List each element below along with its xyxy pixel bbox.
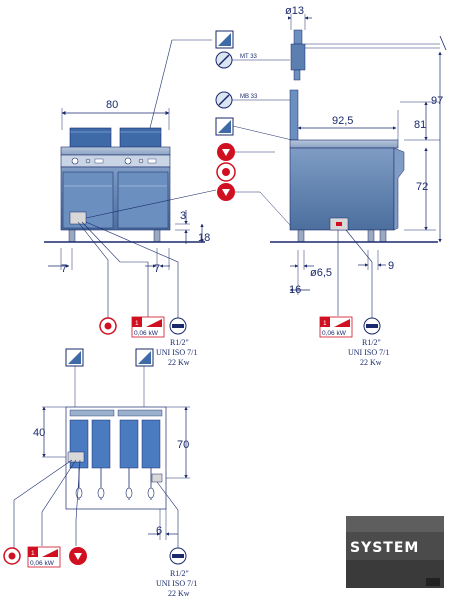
dim-plan-depth: 40 [33,427,45,439]
plan-steam-icon [65,348,84,367]
dim-depth: 92,5 [332,115,353,127]
dim-tube-diameter: ø13 [285,5,304,17]
plan-gas-spec-3: 22 Kw [168,589,190,598]
plan-electric-icon [3,547,21,565]
mt-connection-icon [215,51,233,69]
valve-icon-2 [217,183,235,201]
mb-label: MB 33 [240,94,258,100]
power-badge-right: 1 0,06 kW [319,316,353,338]
plan-gas-spec-1: R1/2" [170,569,189,578]
front-view: 80 3 18 [44,39,217,318]
dim-leg-offset-right: 7 [154,263,160,275]
mt-label: MT 33 [240,54,258,60]
steam-outlet-icon [215,30,234,49]
power-kw-front: 0,06 kW [134,330,159,337]
gas-spec-right-1: R1/2" [362,338,381,347]
electric-connection-icon-front [99,317,117,335]
plan-gas-connection-icon [169,547,187,565]
dim-leg-height: 18 [198,232,210,244]
power-phase-right: 1 [323,320,327,327]
dim-rear-offset: 9 [388,260,394,272]
valve-icon [217,143,235,161]
plan-view: 40 70 6 [13,348,190,548]
dim-height-body: 81 [414,119,426,131]
system-logo: SYSTEM [346,516,444,588]
electric-connection-icon [216,162,236,182]
side-view: ø13 MT 33 MB 33 92,5 [232,5,447,318]
dim-hole-diameter: ø6,5 [310,267,332,279]
plan-power-kw: 0,06 kW [30,560,55,567]
dim-plan-offset: 6 [156,525,162,537]
gas-spec-front-1: R1/2" [170,338,189,347]
plan-power-badge: 1 0,06 kW [27,546,61,568]
dim-height-total: 97 [431,95,443,107]
mb-connection-icon [215,91,233,109]
plan-valve-icon [69,547,87,565]
plan-gas-spec-2: UNI ISO 7/1 [156,579,197,588]
dim-leg-adjust: 3 [180,210,186,222]
gas-connection-icon-right [363,317,381,335]
dim-leg-offset-left: 7 [61,263,67,275]
gas-spec-front-3: 22 Kw [168,358,190,367]
water-drain-icon [215,117,234,136]
dim-height-counter: 72 [416,181,428,193]
logo-text: SYSTEM [350,540,419,556]
power-phase-front: 1 [135,320,139,327]
plan-drain-icon [135,348,154,367]
gas-spec-front-2: UNI ISO 7/1 [156,348,197,357]
dim-front-offset: 16 [289,284,301,296]
power-badge-front: 1 0,06 kW [131,316,165,338]
plan-power-phase: 1 [31,550,35,557]
power-kw-right: 0,06 kW [322,330,347,337]
gas-spec-right-2: UNI ISO 7/1 [348,348,389,357]
dim-top-width: 80 [106,99,118,111]
dim-plan-width: 70 [177,439,189,451]
gas-connection-icon-front [169,317,187,335]
gas-spec-right-3: 22 Kw [360,358,382,367]
